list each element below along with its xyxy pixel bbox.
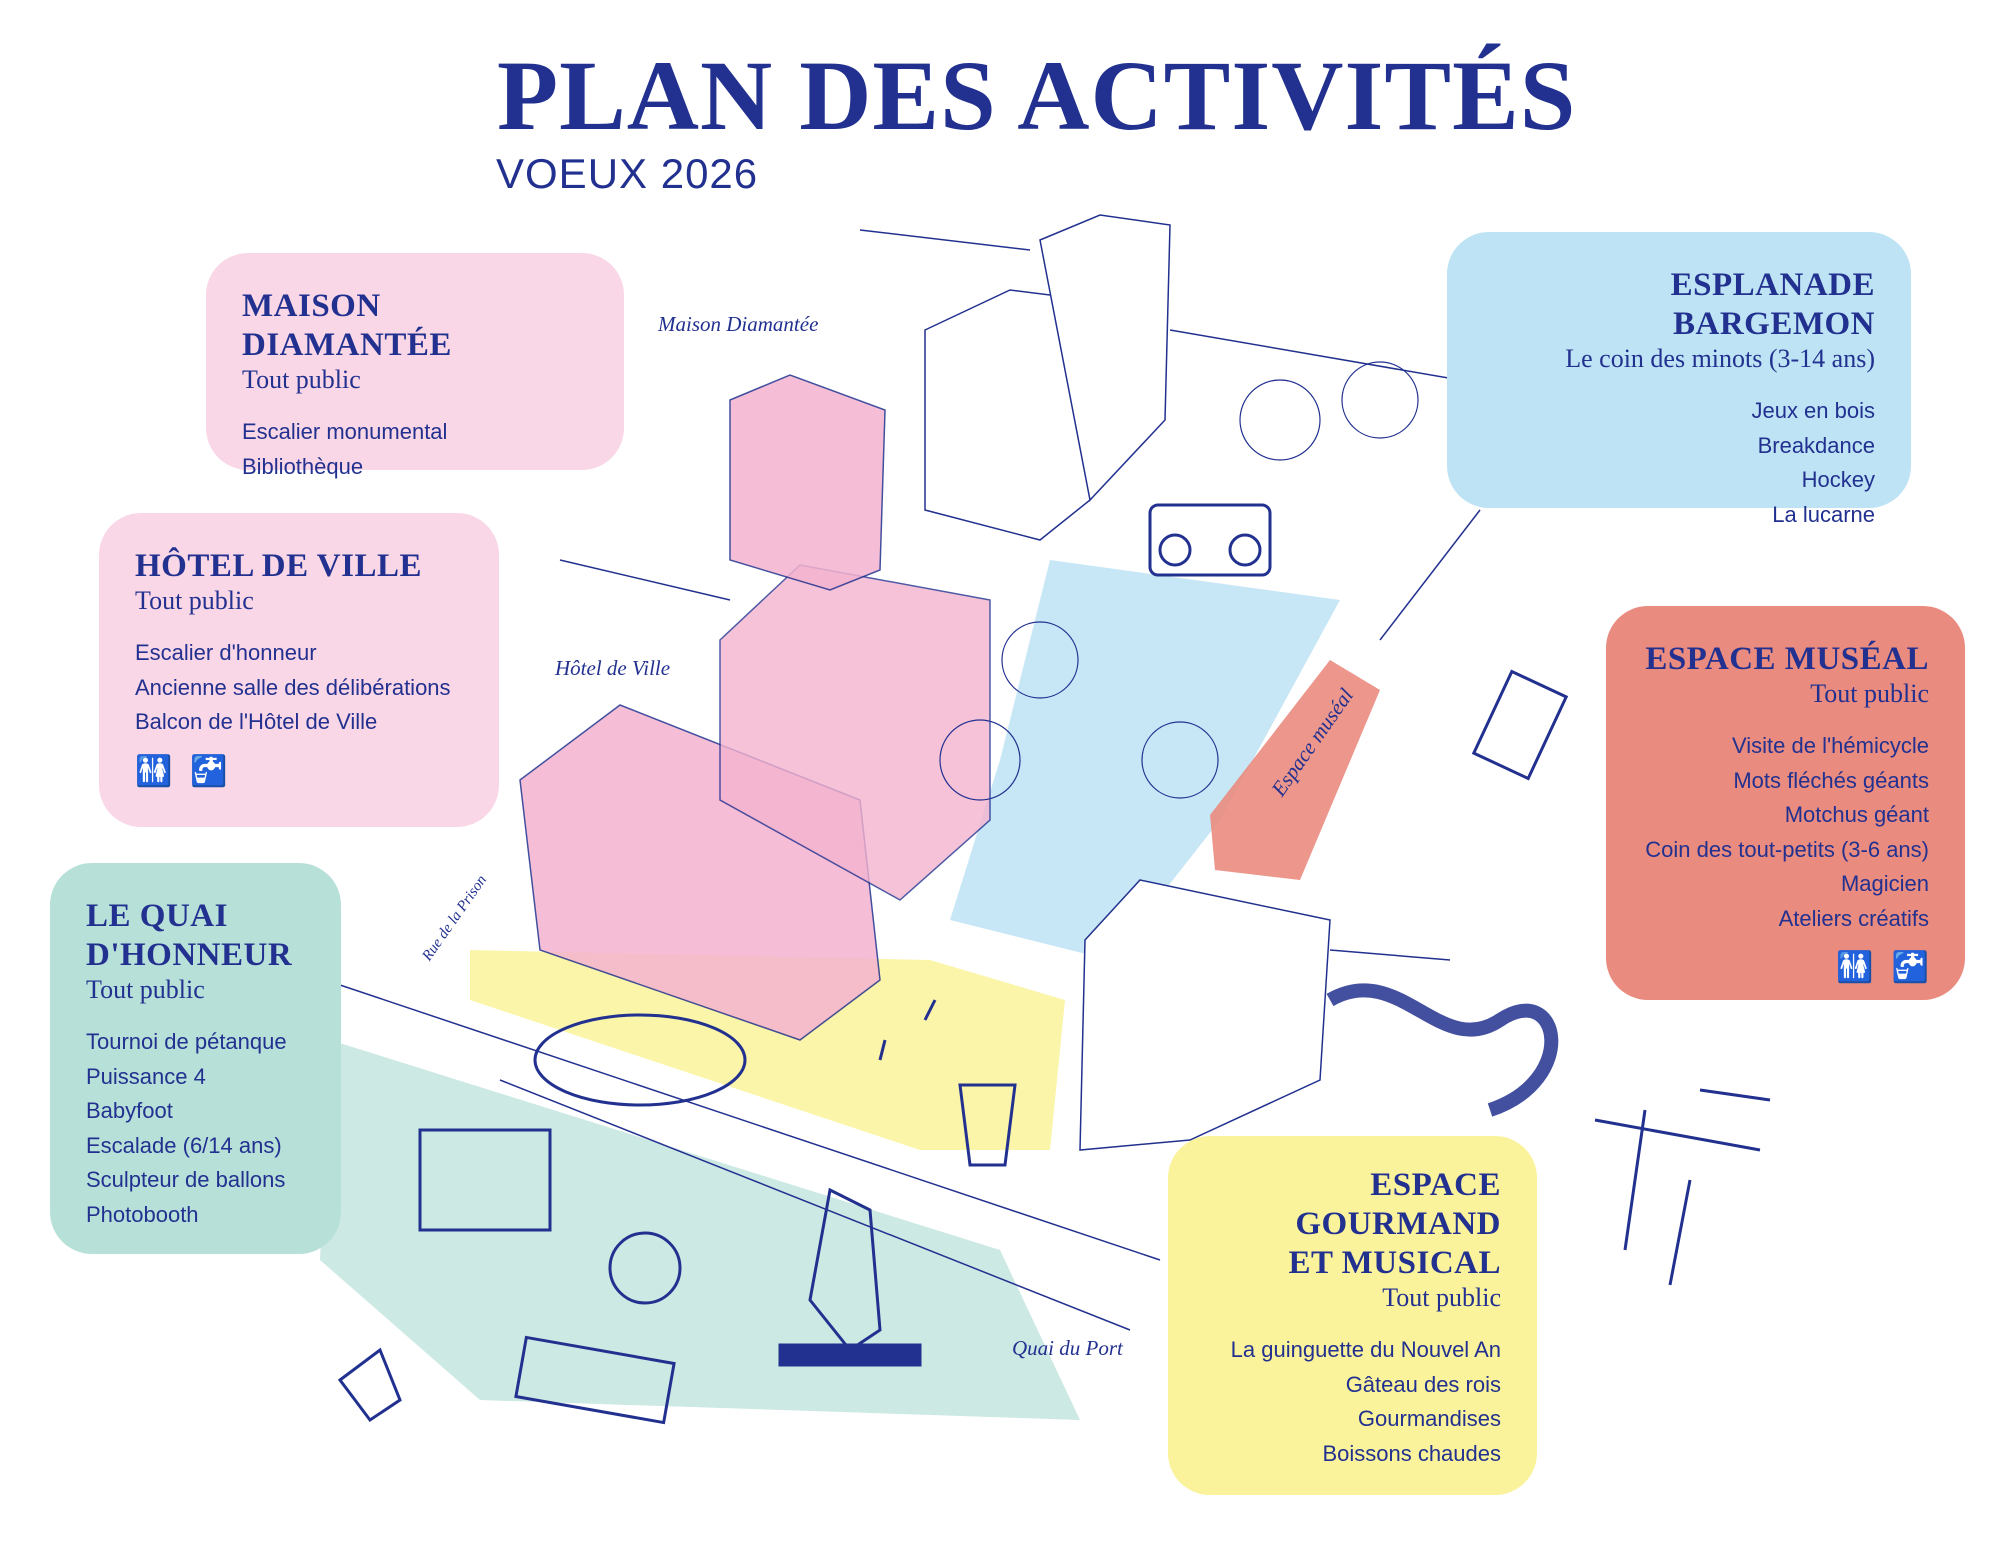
activity: Breakdance [1757,432,1875,458]
coffee-cup-icon [958,1083,1017,1167]
boombox-icon [1148,503,1272,577]
esplanade-zone [950,560,1340,960]
activity: Bibliothèque [242,453,364,479]
activity: Mots fléchés géants [1733,767,1929,793]
map-label-maison: Maison Diamantée [658,312,819,336]
zone-title: ESPLANADE BARGEMON [1670,267,1875,342]
activity: Babyfoot [86,1098,173,1123]
map-label-hotel: Hôtel de Ville [555,656,671,680]
activity: Photobooth [86,1201,199,1227]
activity: Gourmandises [1357,1406,1501,1431]
tree-icon [1341,361,1419,439]
activity: Gâteau des rois [1345,1371,1501,1397]
ball-icon [608,1231,682,1305]
music-notes-icon [878,999,937,1061]
activity: Visite de l'hémicycle [1732,733,1929,758]
zone-maison-diamantee: MAISON DIAMANTÉE Tout public Escalier mo… [206,253,624,479]
activity: Boissons chaudes [1322,1440,1501,1466]
activity: La lucarne [1772,501,1875,527]
map-label-port: Quai du Port [1012,1336,1123,1360]
activity: Escalier d'honneur [135,640,317,665]
climbing-wall-icon [808,1187,882,1353]
zone-espace-museal: ESPACE MUSÉAL Tout public Visite de l'hé… [1606,606,1965,1000]
quai-zone [320,1040,1080,1420]
building [1079,879,1331,1151]
activity: Motchus géant [1784,802,1929,827]
restroom-icon: 🚻 [1836,951,1874,984]
zone-espace-gourmand: ESPACE GOURMAND ET MUSICAL Tout public L… [1168,1136,1537,1495]
puissance4-icon [418,1128,552,1232]
zone-audience: Tout public [242,365,361,394]
activity: Sculpteur de ballons [86,1167,286,1192]
tree-icon [1001,621,1079,699]
zone-audience: Tout public [135,586,254,615]
tree-icon [1141,721,1219,799]
petanque-ring-icon [533,1013,747,1107]
page-subtitle: VOEUX 2026 [496,150,759,197]
crossword-icon [1594,1088,1771,1286]
tree-icon [939,719,1021,801]
game-board-icon [1326,983,1559,1117]
water-tap-icon: 🚰 [190,754,228,788]
maison-diamantee-building [729,374,886,591]
zone-audience: Le coin des minots (3-14 ans) [1565,344,1875,373]
tree-icon [1239,379,1321,461]
zone-title: ESPACE GOURMAND ET MUSICAL [1288,1167,1501,1281]
babyfoot-icon [514,1335,676,1425]
zone-audience: Tout public [1382,1283,1501,1312]
building [1039,214,1171,502]
activity: Tournoi de pétanque [86,1029,287,1054]
zone-title: HÔTEL DE VILLE [135,548,423,584]
activity: Escalade (6/14 ans) [86,1132,282,1158]
zone-title: ESPACE MUSÉAL [1645,641,1929,677]
page-title: PLAN DES ACTIVITÉS [497,40,1577,151]
restroom-icon: 🚻 [135,754,173,788]
activity: Balcon de l'Hôtel de Ville [135,709,378,734]
water-tap-icon: 🚰 [1891,951,1929,984]
tarot-card-icon [1471,669,1569,781]
activity: La guinguette du Nouvel An [1230,1337,1501,1362]
chess-knight-icon [337,1347,402,1423]
activity: Escalier monumental [242,419,448,444]
activity: Jeux en bois [1751,398,1875,423]
zone-audience: Tout public [1810,679,1929,708]
zone-title: LE QUAI D'HONNEUR [86,898,293,973]
activity: Magicien [1840,871,1929,896]
zone-hotel-de-ville: HÔTEL DE VILLE Tout public Escalier d'ho… [99,513,499,827]
museal-zone [1210,660,1380,880]
zone-esplanade-bargemon: ESPLANADE BARGEMON Le coin des minots (3… [1447,232,1911,527]
gourmand-zone [470,950,1065,1150]
activity: Ateliers créatifs [1778,905,1929,931]
activity: Puissance 4 [86,1063,206,1089]
zone-quai-d-honneur: LE QUAI D'HONNEUR Tout public Tournoi de… [50,863,341,1254]
activity: Hockey [1801,467,1875,492]
zone-audience: Tout public [86,975,205,1004]
activity: Ancienne salle des délibérations [135,674,451,700]
zone-title: MAISON DIAMANTÉE [242,288,452,363]
activity: Coin des tout-petits (3-6 ans) [1645,836,1929,862]
